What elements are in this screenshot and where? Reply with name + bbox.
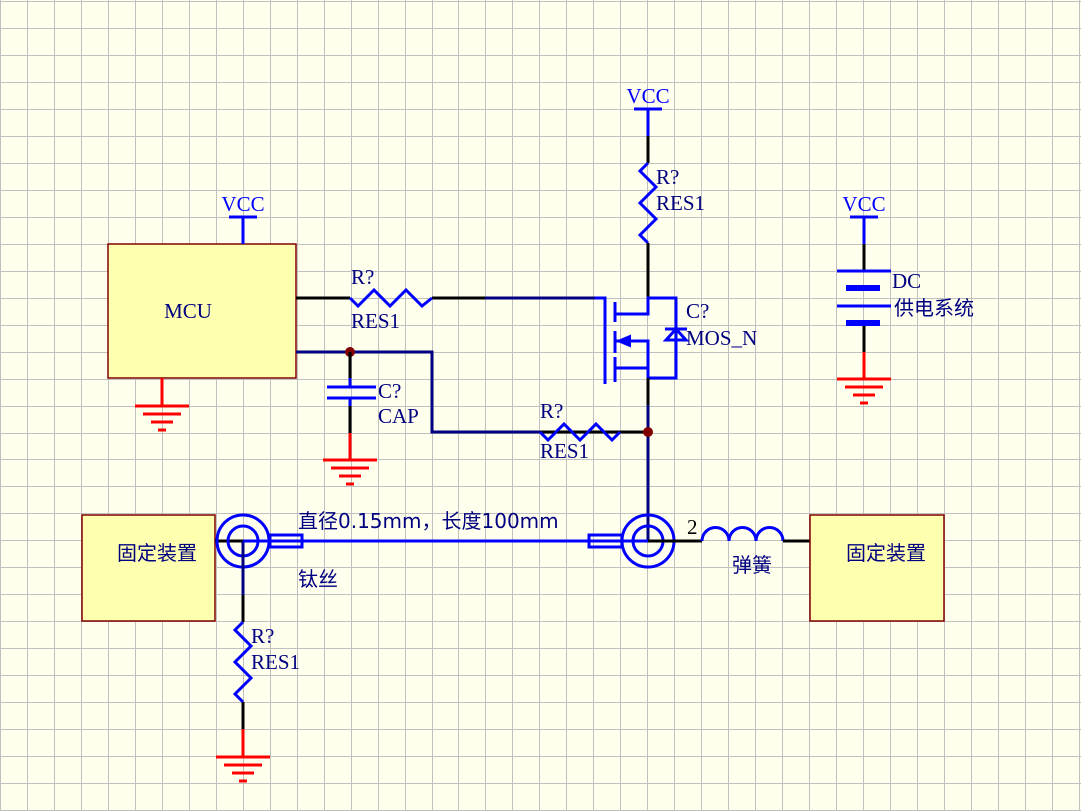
ground-supply-icon [837, 352, 891, 405]
resistor-gate-value: RES1 [351, 309, 400, 333]
vcc-mcu-power-port[interactable]: VCC [221, 192, 265, 244]
mcu-box[interactable] [107, 243, 297, 379]
resistor-feedback-value: RES1 [540, 439, 589, 463]
wire-mcu-to-gate [296, 296, 607, 384]
fixture-right[interactable]: 固定装置 [809, 514, 945, 622]
mosfet-n[interactable]: C? MOS_N [613, 296, 757, 382]
resistor-pullup-value: RES1 [656, 191, 705, 215]
ground-bottom-icon [216, 729, 270, 783]
vcc-drain-power-port[interactable]: VCC [626, 84, 670, 136]
resistor-bottom[interactable]: R? RES1 [232, 620, 300, 704]
resistor-pullup-designator: R? [656, 165, 679, 189]
vcc-drain-label: VCC [626, 84, 669, 108]
resistor-feedback-designator: R? [540, 399, 563, 423]
ground-mcu-icon [135, 378, 189, 432]
mosfet-value: MOS_N [686, 326, 757, 350]
dc-supply-label-1: DC [892, 269, 921, 293]
junction-dot [643, 427, 653, 437]
mcu-label: MCU [164, 299, 212, 323]
capacitor-designator: C? [378, 379, 401, 403]
spring-label: 弹簧 [732, 553, 772, 577]
resistor-bottom-value: RES1 [251, 650, 300, 674]
resistor-gate[interactable]: R? RES1 [348, 265, 433, 333]
resistor-bottom-designator: R? [251, 624, 274, 648]
fixture-left[interactable]: 固定装置 [81, 514, 216, 622]
titanium-wire-label: 钛丝 [298, 567, 338, 591]
fixture-left-label: 固定装置 [117, 541, 197, 565]
capacitor-value: CAP [378, 404, 419, 428]
mcu-component[interactable]: MCU [107, 243, 297, 379]
fixture-right-label: 固定装置 [846, 541, 926, 565]
vcc-supply-power-port[interactable]: VCC [842, 192, 886, 244]
spring-pin-number: 2 [687, 515, 698, 539]
spring-inductor[interactable]: 弹簧 [700, 526, 785, 578]
titanium-wire[interactable]: 直径0.15mm，长度100mm 钛丝 [243, 509, 648, 591]
dc-supply-label-2: 供电系统 [894, 296, 974, 320]
ground-capacitor-icon [323, 433, 377, 486]
vcc-mcu-label: VCC [221, 192, 264, 216]
resistor-pullup[interactable]: R? RES1 [637, 161, 705, 245]
battery-dc-supply[interactable]: DC 供电系统 [837, 269, 974, 326]
mosfet-designator: C? [686, 299, 709, 323]
wire-spec-label: 直径0.15mm，长度100mm [298, 509, 559, 533]
resistor-gate-designator: R? [351, 265, 374, 289]
vcc-supply-label: VCC [842, 192, 885, 216]
capacitor[interactable]: C? CAP [327, 352, 419, 433]
resistor-feedback[interactable]: R? RES1 [538, 399, 622, 463]
